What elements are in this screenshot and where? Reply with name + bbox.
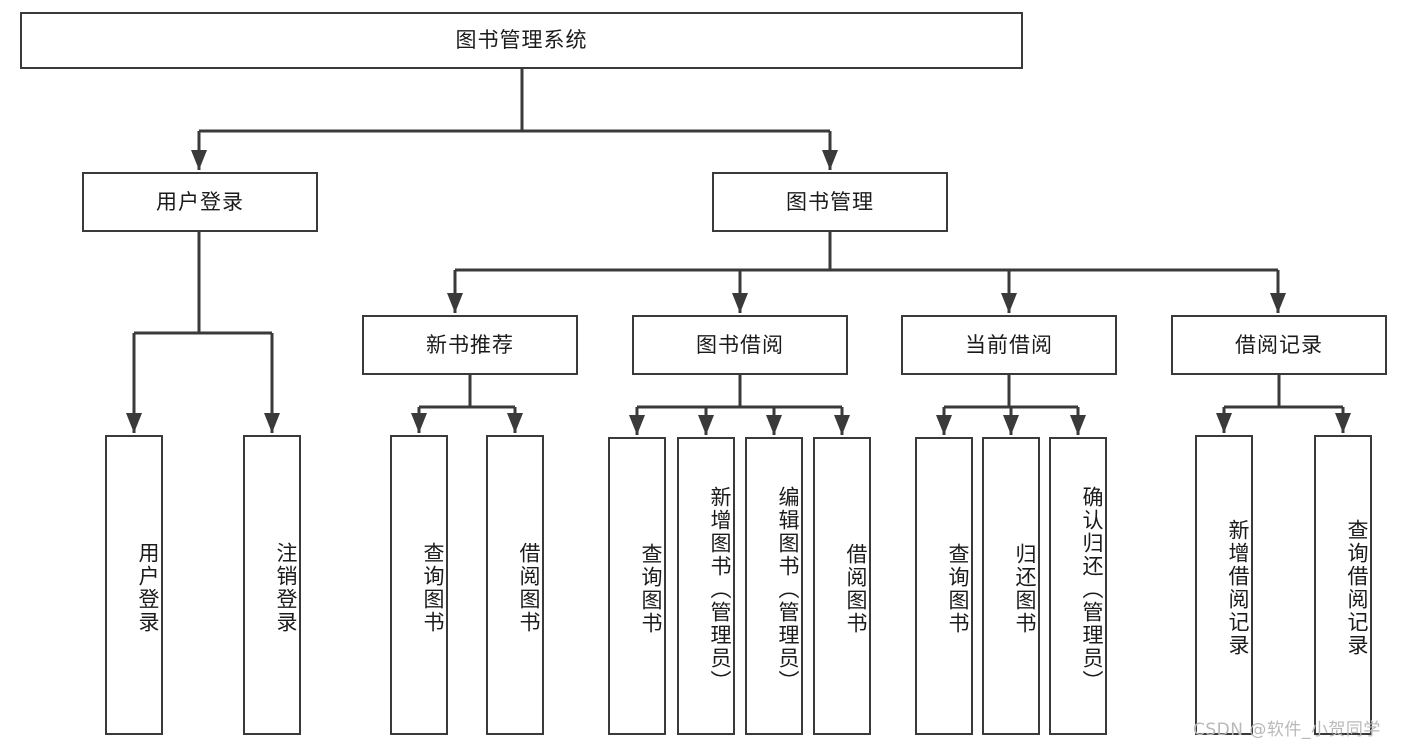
- node-leaf-query-book-current[interactable]: 查询图书: [915, 437, 973, 735]
- recommend-to-leaves-arrowhead-0: [411, 413, 427, 433]
- node-current-borrow[interactable]: 当前借阅: [901, 315, 1117, 375]
- node-label-leaf-add-borrow-record: 新增借阅记录: [1226, 519, 1250, 657]
- node-label-borrow-record: 借阅记录: [1235, 332, 1323, 357]
- node-leaf-borrow-book-recommend[interactable]: 借阅图书: [486, 435, 544, 735]
- node-user-login[interactable]: 用户登录: [82, 172, 318, 232]
- node-leaf-query-borrow-record[interactable]: 查询借阅记录: [1314, 435, 1372, 735]
- node-label-current-borrow: 当前借阅: [965, 332, 1053, 357]
- node-label-root: 图书管理系统: [455, 28, 588, 53]
- bookmgmt-to-level2-arrowhead-1: [732, 293, 748, 313]
- node-label-leaf-borrow-book: 借阅图书: [844, 543, 868, 635]
- node-label-leaf-user-login: 用户登录: [136, 542, 160, 634]
- current-to-leaves-arrowhead-2: [1070, 415, 1086, 435]
- node-label-leaf-query-book-recommend: 查询图书: [421, 542, 445, 634]
- node-label-leaf-confirm-return-admin: 确认归还（管理员）: [1080, 485, 1104, 693]
- node-label-leaf-return-book: 归还图书: [1013, 543, 1037, 635]
- node-label-leaf-query-book-current: 查询图书: [946, 543, 970, 635]
- node-label-leaf-edit-book-admin: 编辑图书（管理员）: [776, 485, 800, 693]
- node-new-book-recommend[interactable]: 新书推荐: [362, 315, 578, 375]
- node-leaf-confirm-return-admin[interactable]: 确认归还（管理员）: [1049, 437, 1107, 735]
- current-to-leaves-arrowhead-1: [1003, 415, 1019, 435]
- node-leaf-add-borrow-record[interactable]: 新增借阅记录: [1195, 435, 1253, 735]
- userlogin-to-leaves-arrowhead-1: [264, 413, 280, 433]
- node-label-user-login: 用户登录: [156, 189, 244, 214]
- root-to-level1-arrowhead-1: [822, 150, 838, 170]
- record-to-leaves-arrowhead-0: [1216, 413, 1232, 433]
- node-label-leaf-logout: 注销登录: [274, 542, 298, 634]
- recommend-to-leaves-arrowhead-1: [507, 413, 523, 433]
- node-borrow-record[interactable]: 借阅记录: [1171, 315, 1387, 375]
- record-to-leaves-arrowhead-1: [1335, 413, 1351, 433]
- node-book-borrow[interactable]: 图书借阅: [632, 315, 848, 375]
- userlogin-to-leaves-arrowhead-0: [126, 413, 142, 433]
- node-label-leaf-borrow-book-recommend: 借阅图书: [517, 542, 541, 634]
- node-root[interactable]: 图书管理系统: [20, 12, 1023, 69]
- borrow-to-leaves-arrowhead-0: [629, 415, 645, 435]
- node-label-leaf-query-book-borrow: 查询图书: [639, 543, 663, 635]
- node-label-book-borrow: 图书借阅: [696, 332, 784, 357]
- bookmgmt-to-level2-arrowhead-3: [1270, 293, 1286, 313]
- node-leaf-user-login[interactable]: 用户登录: [105, 435, 163, 735]
- borrow-to-leaves-arrowhead-1: [698, 415, 714, 435]
- bookmgmt-to-level2-arrowhead-0: [447, 293, 463, 313]
- node-leaf-query-book-recommend[interactable]: 查询图书: [390, 435, 448, 735]
- borrow-to-leaves-arrowhead-3: [834, 415, 850, 435]
- node-book-management[interactable]: 图书管理: [712, 172, 948, 232]
- node-label-book-management: 图书管理: [786, 189, 874, 214]
- node-label-new-book-recommend: 新书推荐: [426, 332, 514, 357]
- csdn-watermark: CSDN @软件_小贺同学: [1193, 720, 1381, 740]
- node-leaf-edit-book-admin[interactable]: 编辑图书（管理员）: [745, 437, 803, 735]
- node-leaf-query-book-borrow[interactable]: 查询图书: [608, 437, 666, 735]
- node-leaf-borrow-book[interactable]: 借阅图书: [813, 437, 871, 735]
- node-label-leaf-add-book-admin: 新增图书（管理员）: [708, 485, 732, 693]
- root-to-level1-arrowhead-0: [191, 150, 207, 170]
- node-leaf-return-book[interactable]: 归还图书: [982, 437, 1040, 735]
- current-to-leaves-arrowhead-0: [936, 415, 952, 435]
- bookmgmt-to-level2-arrowhead-2: [1001, 293, 1017, 313]
- node-leaf-add-book-admin[interactable]: 新增图书（管理员）: [677, 437, 735, 735]
- node-label-leaf-query-borrow-record: 查询借阅记录: [1345, 519, 1369, 657]
- borrow-to-leaves-arrowhead-2: [766, 415, 782, 435]
- node-leaf-logout[interactable]: 注销登录: [243, 435, 301, 735]
